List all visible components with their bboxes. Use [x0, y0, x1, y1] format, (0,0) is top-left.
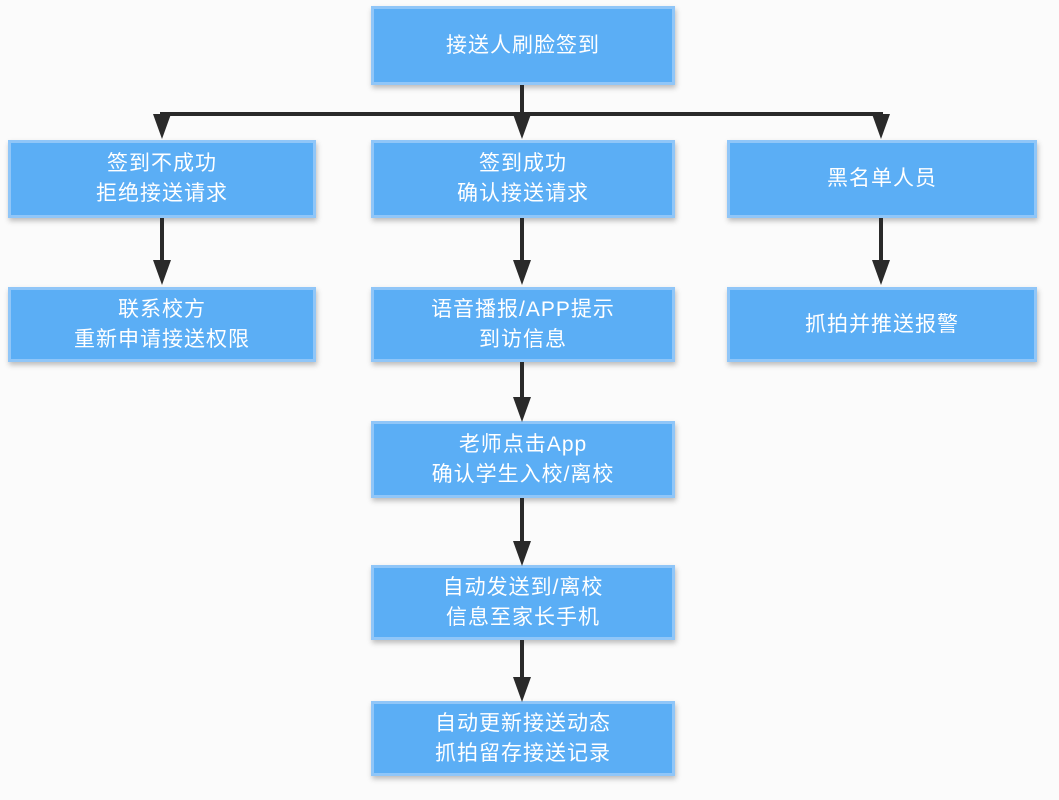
connector-line-success-broadcast	[520, 218, 524, 261]
connector-line-blacklist-alarm	[879, 218, 883, 261]
node-text-line: 自动更新接送动态	[435, 711, 611, 735]
node-text-line: 拒绝接送请求	[96, 182, 228, 205]
node-text-line: 签到不成功	[107, 152, 217, 175]
arrowhead-to-blacklist	[872, 114, 890, 139]
node-text-line: 重新申请接送权限	[74, 327, 250, 351]
node-text-line: 抓拍留存接送记录	[435, 741, 611, 765]
arrowhead-to-update-records	[513, 677, 531, 702]
connector-line-fail-contact	[160, 218, 164, 261]
node-text-line: 信息至家长手机	[446, 605, 600, 629]
node-text-line: 老师点击App	[458, 432, 588, 456]
node-text-line: 联系校方	[118, 297, 206, 321]
node-text-line: 确认学生入校/离校	[431, 462, 615, 486]
node-text-line: 语音播报/APP提示	[431, 297, 615, 321]
arrowhead-to-contact-school	[153, 260, 171, 285]
flow-node-signin-failed: 签到不成功 拒绝接送请求	[8, 140, 316, 218]
arrowhead-to-signin-success	[513, 114, 531, 139]
flow-node-teacher-confirm: 老师点击App 确认学生入校/离校	[371, 421, 675, 498]
arrowhead-to-capture-alarm	[872, 260, 890, 285]
node-text-line: 签到成功	[479, 152, 567, 175]
flow-node-auto-send-parents: 自动发送到/离校 信息至家长手机	[371, 565, 675, 640]
connector-line-broadcast-teacher	[520, 362, 524, 398]
node-text-line: 接送人刷脸签到	[446, 33, 600, 57]
connector-line-start	[520, 85, 524, 115]
node-text-line: 抓拍并推送报警	[805, 312, 959, 336]
flow-node-update-records: 自动更新接送动态 抓拍留存接送记录	[371, 701, 675, 776]
node-text-line: 黑名单人员	[827, 167, 937, 190]
connector-line-teacher-send	[520, 498, 524, 542]
node-text-line: 确认接送请求	[457, 182, 589, 205]
node-text-line: 自动发送到/离校	[442, 575, 604, 599]
flow-node-signin-success: 签到成功 确认接送请求	[371, 140, 675, 218]
flow-node-capture-alarm: 抓拍并推送报警	[727, 287, 1037, 362]
flow-node-voice-broadcast: 语音播报/APP提示 到访信息	[371, 287, 675, 362]
connector-line-send-update	[520, 640, 524, 678]
flow-node-start: 接送人刷脸签到	[371, 6, 675, 85]
arrowhead-to-voice-broadcast	[513, 260, 531, 285]
flow-node-contact-school: 联系校方 重新申请接送权限	[8, 287, 316, 362]
arrowhead-to-auto-send	[513, 541, 531, 566]
arrowhead-to-teacher-confirm	[513, 397, 531, 422]
flow-node-blacklist: 黑名单人员	[727, 140, 1037, 218]
node-text-line: 到访信息	[479, 327, 567, 351]
arrowhead-to-signin-failed	[153, 114, 171, 139]
